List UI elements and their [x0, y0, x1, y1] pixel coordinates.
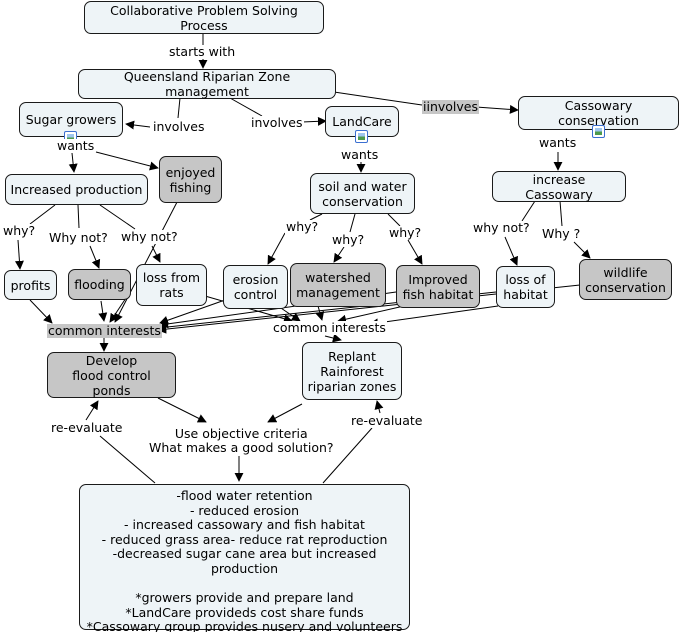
label-objective-criteria: Use objective criteria What makes a good… [148, 426, 335, 455]
node-loss-of-habitat[interactable]: loss of habitat [496, 266, 555, 308]
image-icon[interactable] [592, 125, 605, 138]
label-re-evaluate-left: re-evaluate [50, 420, 124, 435]
node-wildlife-conservation[interactable]: wildlife conservation [579, 259, 672, 300]
label-involves-sugar: involves [152, 119, 206, 134]
label-common-interests-right: common interests [272, 320, 387, 335]
node-profits[interactable]: profits [4, 270, 57, 300]
node-queensland-riparian[interactable]: Queensland Riparian Zone management [78, 69, 336, 99]
summary-text: -flood water retention - reduced erosion… [86, 488, 403, 632]
node-increase-cassowary[interactable]: increase Cassowary [492, 171, 626, 202]
node-erosion-control[interactable]: erosion control [223, 265, 288, 309]
label-why-watershed: why? [331, 232, 366, 247]
label-why-fish: why? [388, 225, 423, 240]
label-why-profits: why? [2, 223, 37, 238]
node-loss-from-rats[interactable]: loss from rats [136, 264, 207, 306]
label-why-not-flooding: Why not? [48, 230, 109, 245]
node-replant-rainforest[interactable]: Replant Rainforest riparian zones [302, 342, 402, 400]
label-why-not-rats: why not? [120, 229, 179, 244]
label-involves-landcare: involves [250, 115, 304, 130]
node-enjoyed-fishing[interactable]: enjoyed fishing [159, 156, 222, 203]
image-icon[interactable] [355, 130, 368, 143]
label-starts-with: starts with [168, 44, 237, 59]
label-wants-sugar: wants [56, 138, 96, 153]
label-common-interests-left: common interests [47, 323, 162, 338]
label-wants-landcare: wants [340, 147, 380, 162]
label-why-not-habitat: why not? [472, 220, 531, 235]
node-flood-control-ponds[interactable]: Develop flood control ponds [47, 352, 176, 398]
node-improved-fish-habitat[interactable]: Improved fish habitat [396, 265, 480, 308]
node-solution-summary[interactable]: -flood water retention - reduced erosion… [79, 484, 410, 632]
node-increased-production[interactable]: Increased production [5, 174, 148, 205]
node-cassowary-conservation[interactable]: Cassowary conservation [518, 96, 679, 130]
node-process[interactable]: Collaborative Problem Solving Process [84, 1, 324, 34]
label-iinvolves-cassowary: iinvolves [422, 99, 479, 114]
label-re-evaluate-right: re-evaluate [350, 413, 424, 428]
node-watershed-management[interactable]: watershed management [290, 263, 386, 307]
node-soil-water[interactable]: soil and water conservation [310, 173, 415, 214]
label-wants-cassowary: wants [538, 135, 578, 150]
node-flooding[interactable]: flooding [68, 269, 131, 300]
label-why-erosion: why? [285, 219, 320, 234]
label-why-wildlife: Why ? [541, 226, 582, 241]
